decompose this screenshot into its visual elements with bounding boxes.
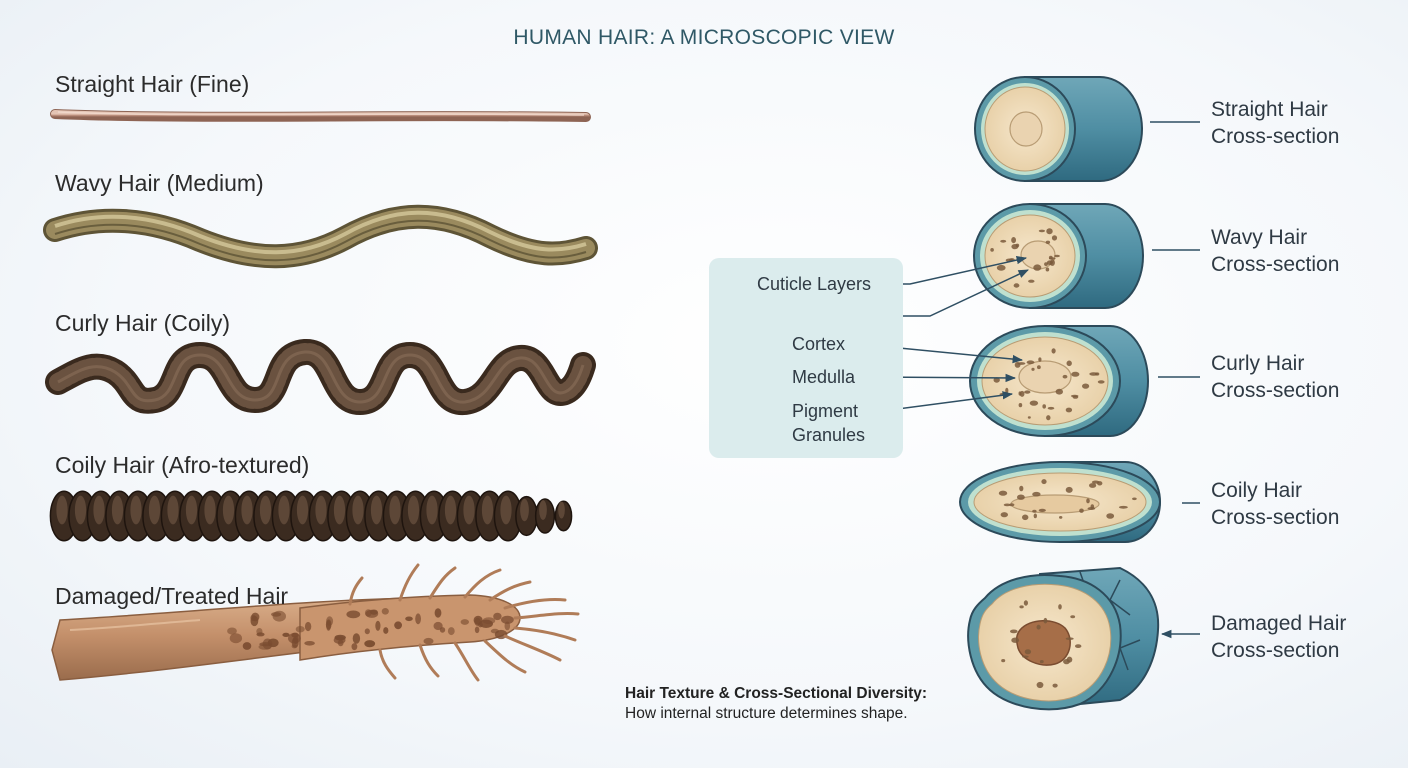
caption-heading: Hair Texture & Cross-Sectional Diversity… [625,685,928,702]
caption-text: How internal structure determines shape. [625,705,908,722]
wavy-cross-section [973,203,1144,309]
legend-cortex-label: Cortex [792,334,846,354]
damaged-hair-label: Damaged/Treated Hair [55,583,289,609]
coily-hair-strand [49,490,573,542]
coily-hair-label: Coily Hair (Afro-textured) [55,452,310,478]
curly-hair-label: Curly Hair (Coily) [55,310,231,336]
wavy-hair-strand [43,204,598,269]
caption: Hair Texture & Cross-Sectional Diversity… [625,684,927,724]
coily-cross-section [959,461,1161,543]
straight-cross-section [974,76,1143,182]
straight-hair-label: Straight Hair (Fine) [55,71,250,97]
wavy-hair-label: Wavy Hair (Medium) [55,170,264,196]
structure-legend-box [709,258,903,458]
label-leader-lines [1150,121,1200,639]
diagram-title: HUMAN HAIR: A MICROSCOPIC VIEW [513,26,895,49]
legend-medulla-label: Medulla [792,367,856,387]
curly-cross-section [969,325,1149,437]
curly-hair-strand [45,339,596,416]
straight-hair-strand [50,109,591,122]
damaged-hair-strand [51,563,580,682]
legend-cuticle-label: Cuticle Layers [757,274,872,294]
damaged-cross-section [967,566,1160,711]
